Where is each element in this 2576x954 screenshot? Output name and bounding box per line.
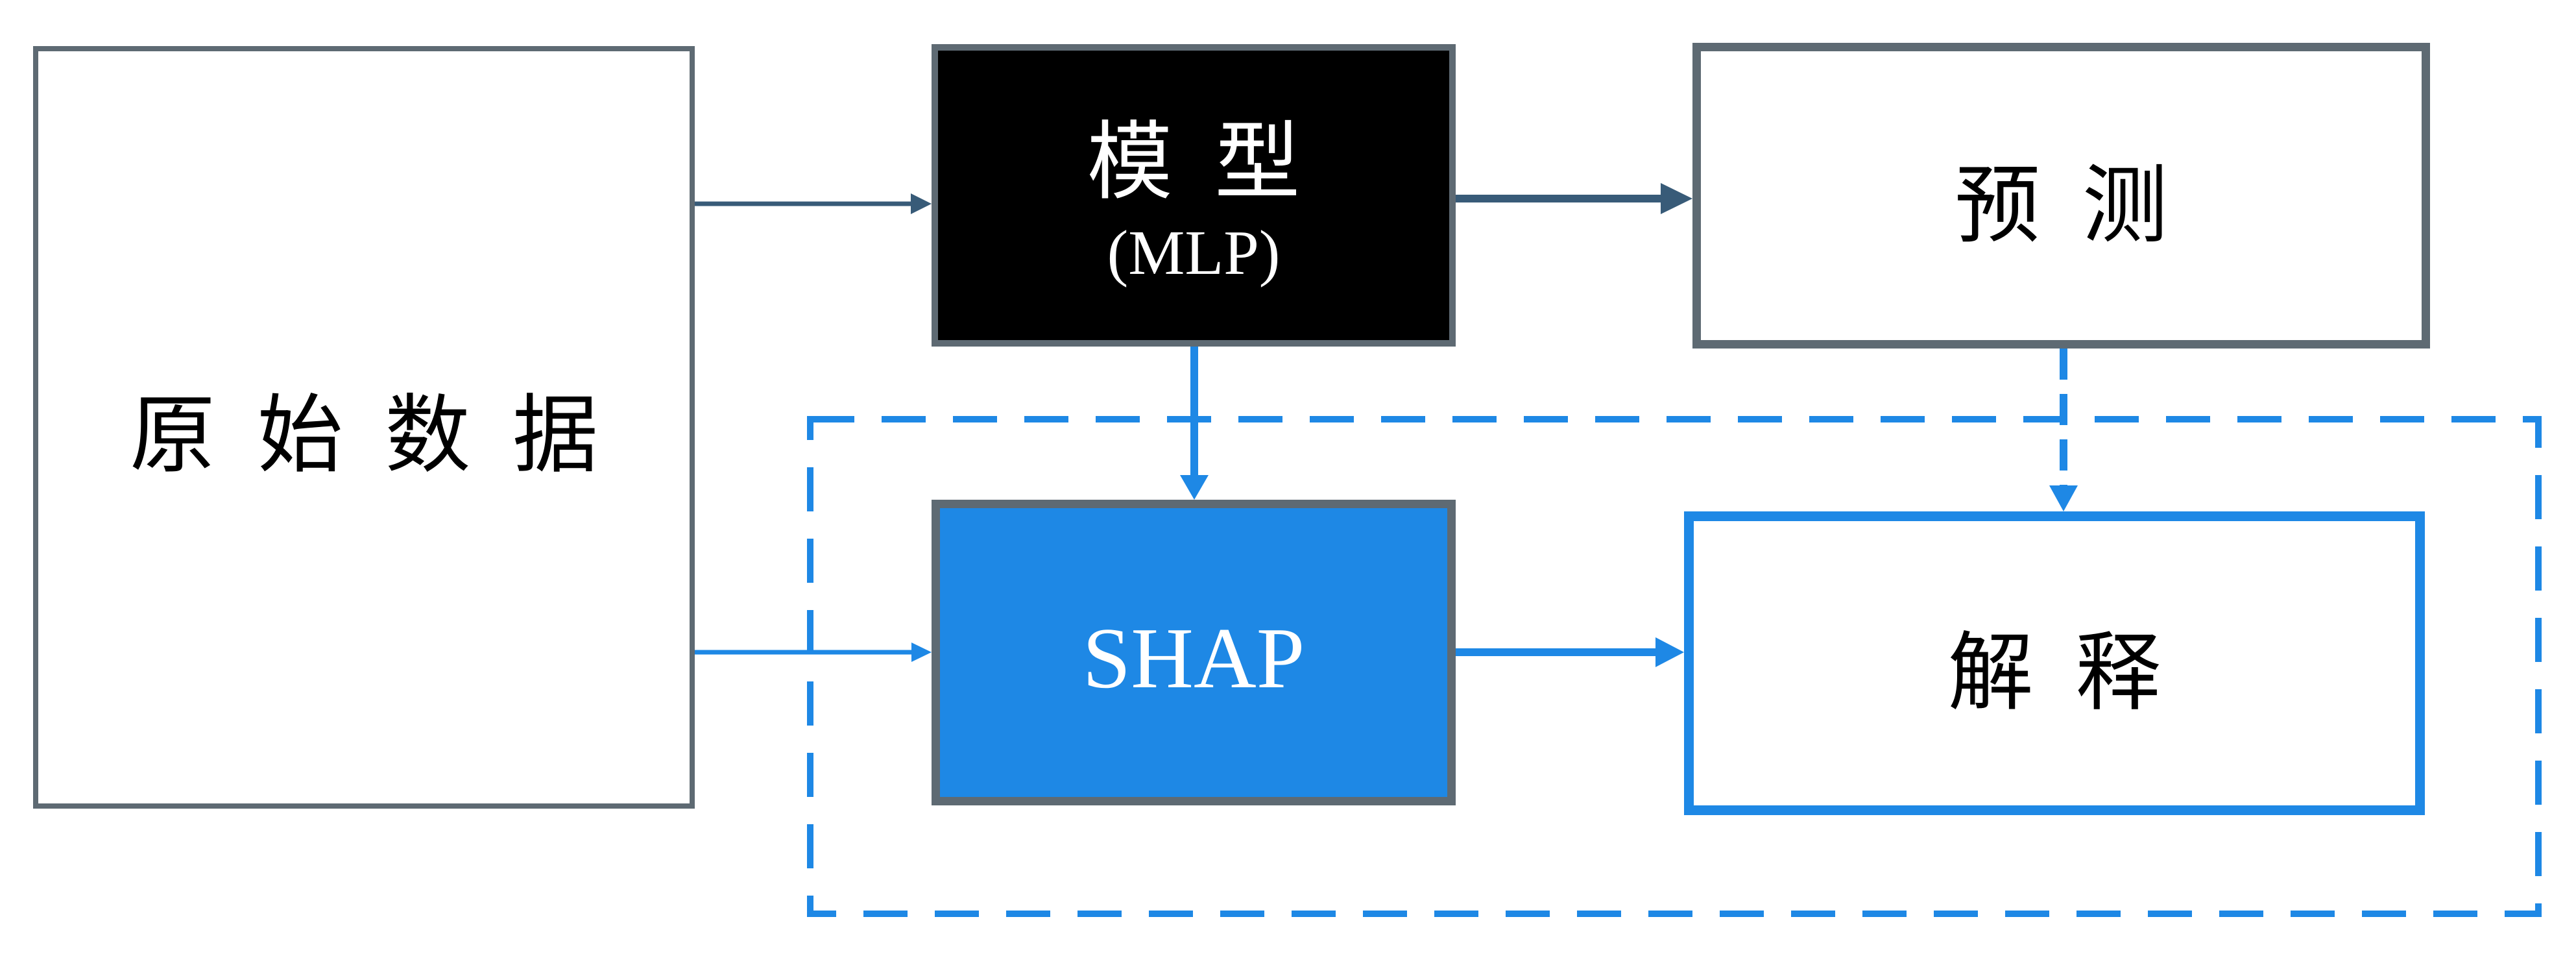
arrow-shap-to-explanation [1456, 637, 1684, 667]
arrow-raw-data-to-shap [695, 642, 932, 662]
raw-data-box: 原 始 数 据 [33, 46, 695, 809]
arrow-raw-data-to-shap-head [911, 642, 932, 662]
shap-box: SHAP [932, 500, 1456, 805]
arrow-model-to-shap [1180, 347, 1209, 500]
arrow-model-to-prediction-head [1661, 183, 1692, 214]
prediction-label: 预 测 [1955, 158, 2178, 254]
arrow-raw-data-to-model-head [911, 193, 932, 214]
arrow-shap-to-explanation-head [1655, 637, 1684, 667]
model-sublabel: (MLP) [1107, 218, 1281, 288]
raw-data-label: 原 始 数 据 [129, 387, 608, 483]
arrow-raw-data-to-model [695, 193, 932, 214]
explanation-label: 解 释 [1947, 626, 2172, 721]
arrow-prediction-to-explanation [2049, 349, 2078, 511]
prediction-box: 预 测 [1692, 43, 2430, 349]
model-box: 模 型 (MLP) [932, 44, 1456, 347]
shap-label: SHAP [1082, 609, 1305, 706]
explanation-box: 解 释 [1684, 511, 2425, 815]
arrow-prediction-to-explanation-head [2049, 485, 2078, 511]
model-label: 模 型 [1087, 115, 1311, 210]
arrow-model-to-shap-head [1180, 475, 1209, 500]
arrow-model-to-prediction [1456, 183, 1692, 214]
